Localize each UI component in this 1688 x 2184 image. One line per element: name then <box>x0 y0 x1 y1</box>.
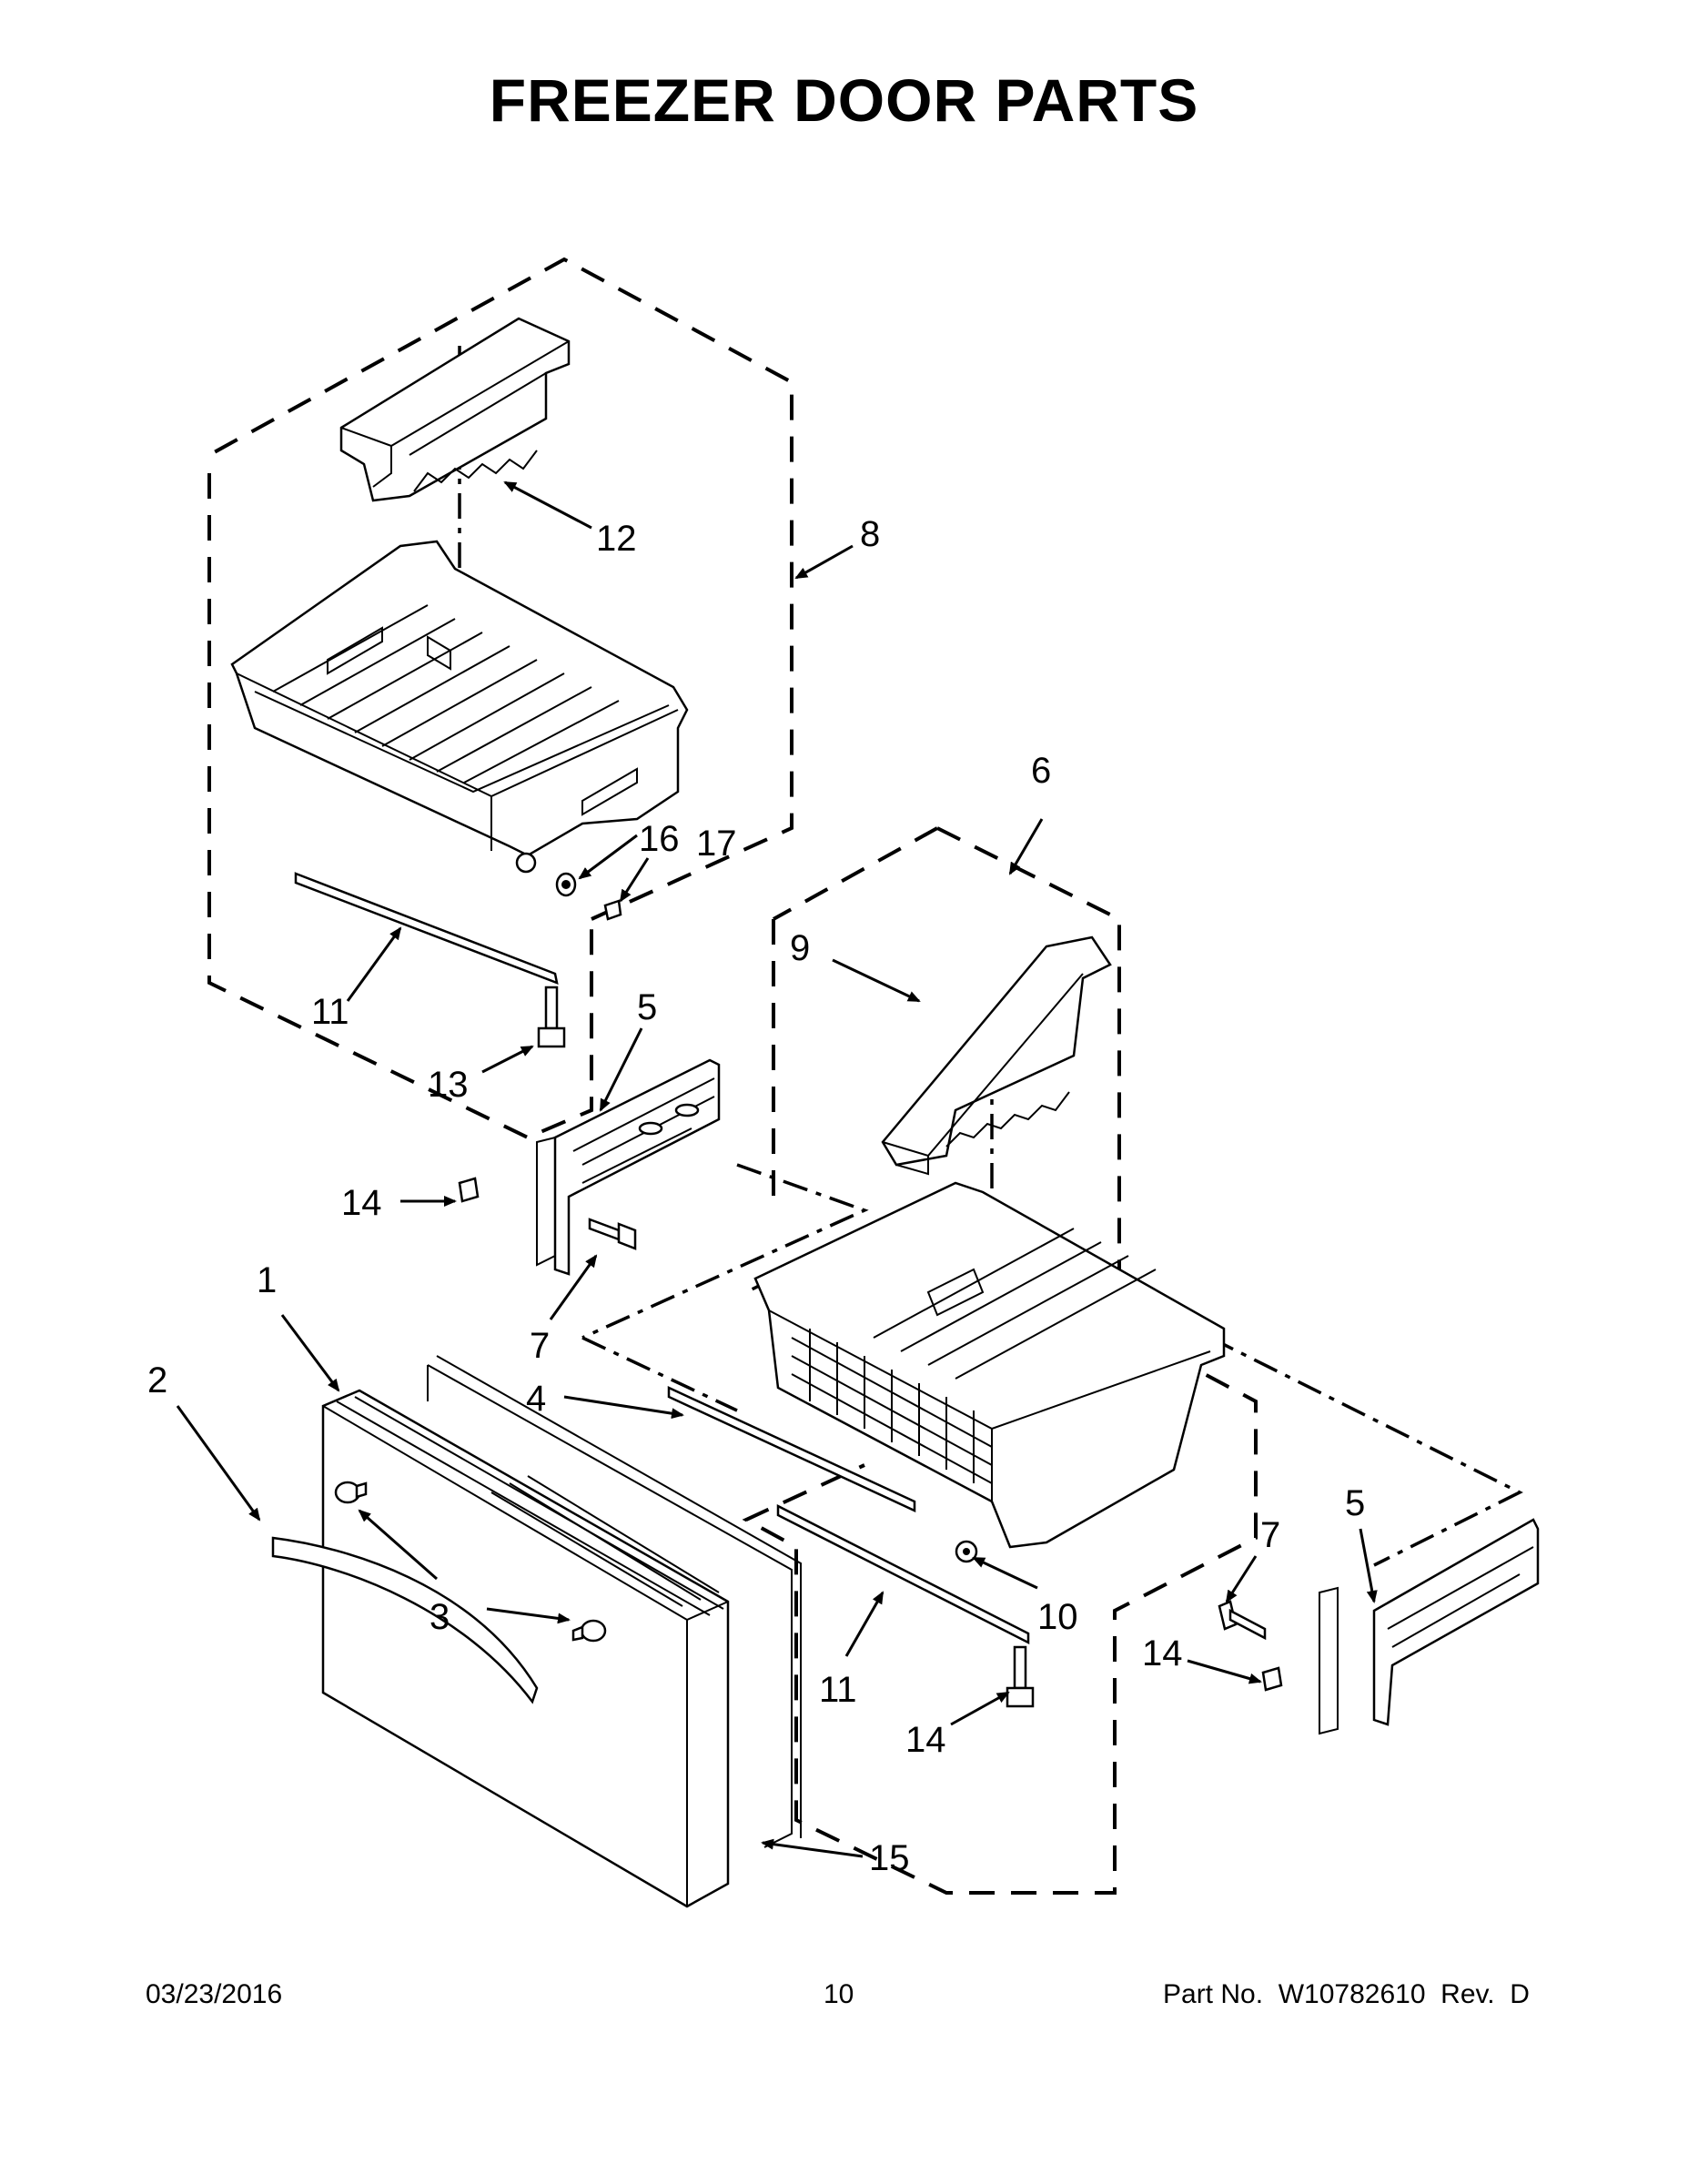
left-slide-rail-part-5 <box>536 1058 721 1276</box>
right-clip-part-14 <box>1261 1666 1283 1692</box>
upper-screw-part-13 <box>537 986 566 1048</box>
rail-alignment-line-right <box>1209 1336 1523 1567</box>
page-title: FREEZER DOOR PARTS <box>489 66 1199 134</box>
callout-11-lower: 11 <box>819 1670 857 1710</box>
lower-bin-part-10 <box>881 935 1112 1176</box>
callout-15: 15 <box>869 1838 910 1878</box>
footer-date: 03/23/2016 <box>146 1979 283 2009</box>
handle-screw-part-3-top <box>334 1481 368 1504</box>
left-bolt-part-7 <box>588 1218 637 1250</box>
callout-5-left: 5 <box>637 987 657 1027</box>
handle-part-2 <box>271 1536 539 1704</box>
callout-5-right: 5 <box>1345 1483 1365 1523</box>
lower-rod-part-11 <box>776 1503 1030 1645</box>
drawer-front-part-1 <box>321 1389 730 1908</box>
left-clip-part-14 <box>458 1177 480 1203</box>
upper-basket-group-outline <box>207 257 793 1140</box>
callout-10: 9 <box>790 928 810 968</box>
callout-6: 6 <box>1031 751 1051 791</box>
callout-7-right: 7 <box>1260 1515 1280 1555</box>
basket-stud <box>515 852 537 874</box>
upper-bin-part-12 <box>339 317 571 502</box>
callout-4: 4 <box>526 1379 546 1419</box>
callout-3: 3 <box>430 1597 450 1637</box>
callout-7-left: 7 <box>530 1326 550 1366</box>
right-slide-rail-part-5 <box>1319 1518 1540 1735</box>
footer-part-number: Part No. W10782610 Rev. D <box>1163 1979 1530 2009</box>
callout-9: 10 <box>1037 1597 1078 1637</box>
upper-basket <box>230 540 689 857</box>
stud-part-9 <box>955 1540 978 1563</box>
callout-1: 1 <box>257 1260 277 1300</box>
callout-13-upper: 13 <box>428 1065 469 1105</box>
upper-rod-part-11 <box>294 872 559 985</box>
callout-13-lower: 14 <box>905 1720 946 1760</box>
callout-12: 12 <box>596 519 637 559</box>
callout-17: 17 <box>696 824 737 864</box>
lower-screw-part-13 <box>1006 1645 1035 1708</box>
right-bolt-part-7 <box>1218 1600 1267 1641</box>
rod-part-4 <box>667 1386 916 1512</box>
lower-basket <box>753 1181 1226 1549</box>
callout-11-upper: 11 <box>311 992 349 1032</box>
leader-lines <box>176 480 1378 1858</box>
callout-labels: 12 8 16 17 11 13 5 14 7 6 9 1 2 3 4 10 1… <box>147 514 1365 1878</box>
callout-16: 16 <box>639 819 680 859</box>
gasket-part-15 <box>427 1355 802 1848</box>
screw-part-17 <box>603 899 622 921</box>
washer-part-16 <box>555 872 577 897</box>
callout-14-right: 14 <box>1142 1633 1183 1673</box>
callout-2: 2 <box>147 1360 167 1400</box>
footer-page-number: 10 <box>824 1979 854 2009</box>
callout-14-left: 14 <box>341 1183 382 1223</box>
handle-screw-part-3-bottom <box>571 1619 607 1643</box>
callout-8: 8 <box>860 514 880 554</box>
